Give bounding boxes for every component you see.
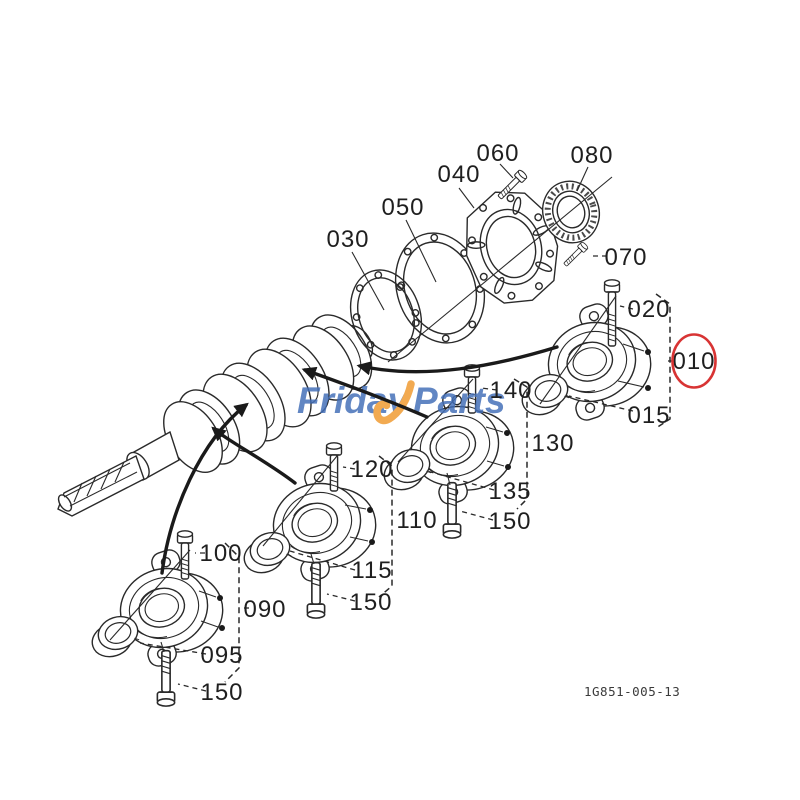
part-label-120: 120 — [350, 456, 393, 483]
part-label-060: 060 — [476, 140, 519, 167]
bolt-070 — [561, 240, 590, 269]
watermark-word-2: Parts — [413, 380, 506, 421]
leader-lines — [351, 163, 589, 311]
drawing-code: 1G851-005-13 — [584, 684, 680, 699]
part-label-095: 095 — [200, 642, 243, 669]
oil-seal-080 — [541, 180, 601, 244]
gasket-030 — [349, 269, 423, 361]
group-brackets — [224, 293, 671, 683]
assembly-position-arrows — [160, 345, 559, 575]
bearing-case-cover-040 — [465, 191, 559, 304]
part-label-130: 130 — [531, 430, 574, 457]
part-label-140: 140 — [489, 377, 532, 404]
part-label-110: 110 — [396, 507, 437, 534]
part-label-080: 080 — [570, 142, 613, 169]
part-label-015: 015 — [627, 402, 670, 429]
part-label-135: 135 — [488, 478, 531, 505]
part-label-050: 050 — [381, 194, 424, 221]
part-label-150-middle: 150 — [349, 589, 392, 616]
assembly-axis-lines — [109, 295, 617, 653]
part-labels: 030 050 040 060 080 070 020 010 015 130 … — [199, 140, 715, 706]
part-label-040: 040 — [437, 161, 480, 188]
part-label-070: 070 — [604, 244, 647, 271]
part-label-090: 090 — [243, 596, 286, 623]
part-label-010: 010 — [672, 348, 715, 375]
part-label-150-left: 150 — [200, 679, 243, 706]
part-label-030: 030 — [326, 226, 369, 253]
part-label-115: 115 — [351, 557, 392, 584]
highlight-circle-010 — [671, 333, 717, 389]
dashed-leader-lines — [139, 255, 674, 692]
part-label-100: 100 — [199, 540, 242, 567]
dot-markers — [198, 343, 651, 631]
part-label-020: 020 — [627, 296, 670, 323]
part-label-150-right: 150 — [488, 508, 531, 535]
watermark: Friday Parts — [297, 380, 506, 425]
assembly-axis-line — [387, 176, 613, 363]
